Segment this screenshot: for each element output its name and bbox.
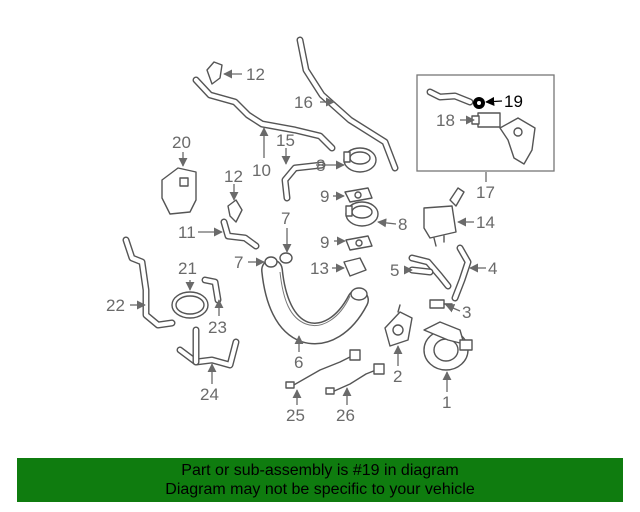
part-12-upper	[206, 61, 223, 85]
callout-15[interactable]: 15	[276, 131, 295, 150]
part-20	[161, 167, 197, 215]
callout-6[interactable]: 6	[294, 353, 303, 372]
part-13	[343, 257, 367, 277]
banner-line-2: Diagram may not be specific to your vehi…	[165, 481, 475, 498]
banner-line-1: Part or sub-assembly is #19 in diagram	[181, 462, 459, 479]
pump-1	[423, 321, 473, 371]
hose-22	[122, 236, 176, 329]
callout-9[interactable]: 9	[320, 187, 329, 206]
callout-12[interactable]: 12	[246, 65, 265, 84]
leader-lines	[130, 69, 503, 405]
callout-22[interactable]: 22	[106, 296, 125, 315]
callout-16[interactable]: 16	[294, 93, 313, 112]
callout-2[interactable]: 2	[393, 367, 402, 386]
pipe-16	[296, 36, 399, 172]
inset-solenoid-valve	[471, 112, 501, 128]
valve-8-lower	[345, 201, 379, 227]
callout-24[interactable]: 24	[200, 385, 219, 404]
harness-26	[325, 363, 385, 395]
valve-8-upper	[343, 147, 377, 173]
callout-8[interactable]: 8	[316, 156, 325, 175]
part-12-lower	[227, 199, 243, 223]
callout-12-lower[interactable]: 12	[224, 167, 243, 186]
callout-26[interactable]: 26	[336, 406, 355, 425]
callout-23[interactable]: 23	[208, 318, 227, 337]
info-banner: Part or sub-assembly is #19 in diagram D…	[17, 458, 623, 502]
callout-8-lower[interactable]: 8	[398, 215, 407, 234]
callout-3[interactable]: 3	[462, 303, 471, 322]
inset-bracket	[499, 117, 536, 165]
fitting-5	[408, 254, 452, 290]
callout-21[interactable]: 21	[178, 259, 197, 278]
callout-labels: 12 16 19 18 20 15 10 8 9 17 12 8 14 7 11…	[106, 65, 523, 425]
callout-4[interactable]: 4	[488, 259, 497, 278]
callout-9-lower[interactable]: 9	[320, 233, 329, 252]
callout-10[interactable]: 10	[252, 161, 271, 180]
clamp-7a	[264, 256, 278, 268]
sensor-3	[429, 299, 453, 309]
callout-11[interactable]: 11	[178, 223, 196, 242]
harness-25	[285, 349, 361, 389]
callout-17[interactable]: 17	[476, 183, 495, 202]
reservoir-14	[423, 187, 465, 247]
pipe-6	[261, 259, 369, 345]
callout-5[interactable]: 5	[390, 261, 399, 280]
callout-20[interactable]: 20	[172, 133, 191, 152]
callout-19[interactable]: 19	[504, 92, 523, 111]
part-19-highlight	[473, 97, 485, 109]
inset-box	[416, 74, 555, 172]
callout-25[interactable]: 25	[286, 406, 305, 425]
callout-1[interactable]: 1	[442, 393, 451, 412]
callout-13[interactable]: 13	[310, 259, 329, 278]
parts-diagram: 12 16 19 18 20 15 10 8 9 17 12 8 14 7 11…	[106, 36, 555, 425]
callout-7-lower[interactable]: 7	[234, 253, 243, 272]
clamp-7b	[279, 252, 293, 264]
callout-14[interactable]: 14	[476, 213, 495, 232]
callout-18[interactable]: 18	[436, 111, 455, 130]
callout-7[interactable]: 7	[281, 209, 290, 228]
bracket-2	[384, 304, 413, 347]
